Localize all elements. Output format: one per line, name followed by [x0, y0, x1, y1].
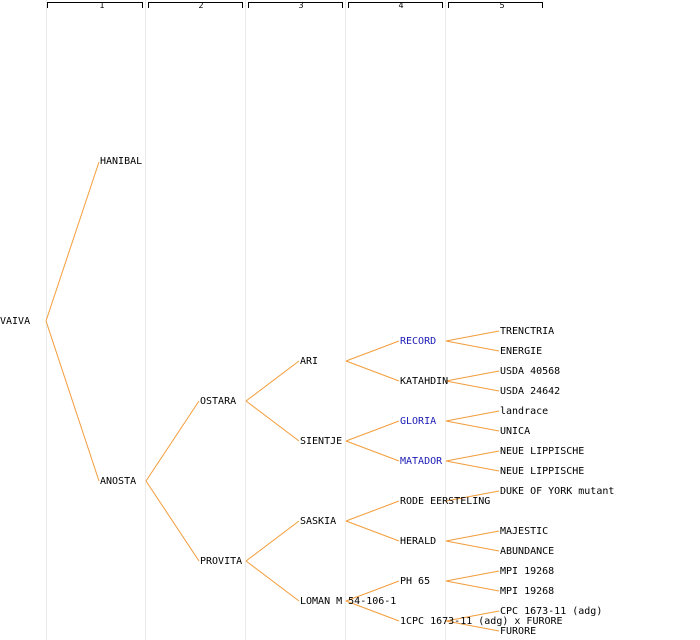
column-separator	[145, 0, 146, 640]
column-separator	[445, 0, 446, 640]
pedigree-node[interactable]: 1CPC 1673-11 (adg) x FURORE	[400, 616, 563, 627]
pedigree-node-link[interactable]: RECORD	[400, 336, 437, 347]
pedigree-node[interactable]: landrace	[500, 406, 549, 417]
pedigree-node[interactable]: SASKIA	[300, 516, 337, 527]
pedigree-node[interactable]: KATAHDIN	[400, 376, 449, 387]
pedigree-node[interactable]: SIENTJE	[300, 436, 343, 447]
column-separator	[345, 0, 346, 640]
pedigree-node[interactable]: LOMAN M 54-106-1	[300, 596, 397, 607]
pedigree-node[interactable]: NEUE LIPPISCHE	[500, 446, 585, 457]
generation-label: 4	[398, 1, 404, 10]
column-separator	[245, 0, 246, 640]
generation-label: 2	[198, 1, 204, 10]
pedigree-node-root[interactable]: VAIVA	[0, 316, 31, 327]
pedigree-node[interactable]: PROVITA	[200, 556, 243, 567]
pedigree-node[interactable]: ENERGIE	[500, 346, 543, 357]
pedigree-node[interactable]: CPC 1673-11 (adg)	[500, 606, 603, 617]
pedigree-node[interactable]: FURORE	[500, 626, 537, 637]
pedigree-node[interactable]: TRENCTRIA	[500, 326, 555, 337]
pedigree-node[interactable]: MPI 19268	[500, 586, 555, 597]
pedigree-node[interactable]: NEUE LIPPISCHE	[500, 466, 585, 477]
pedigree-node[interactable]: DUKE OF YORK mutant	[500, 486, 615, 497]
generation-ruler	[47, 2, 543, 8]
pedigree-node[interactable]: HERALD	[400, 536, 437, 547]
generation-label: 1	[99, 1, 105, 10]
pedigree-node[interactable]: OSTARA	[200, 396, 237, 407]
pedigree-node[interactable]: ABUNDANCE	[500, 546, 555, 557]
pedigree-node[interactable]: MPI 19268	[500, 566, 555, 577]
pedigree-node-link[interactable]: MATADOR	[400, 456, 443, 467]
pedigree-node[interactable]: UNICA	[500, 426, 531, 437]
generation-label: 3	[298, 1, 304, 10]
pedigree-node[interactable]: PH 65	[400, 576, 431, 587]
pedigree-node-link[interactable]: GLORIA	[400, 416, 437, 427]
pedigree-node[interactable]: USDA 40568	[500, 366, 561, 377]
pedigree-node[interactable]: HANIBAL	[100, 156, 143, 167]
pedigree-node[interactable]: RODE EERSTELING	[400, 496, 491, 507]
pedigree-node[interactable]: USDA 24642	[500, 386, 561, 397]
pedigree-node[interactable]: ARI	[300, 356, 319, 367]
pedigree-node[interactable]: ANOSTA	[100, 476, 137, 487]
pedigree-node[interactable]: MAJESTIC	[500, 526, 549, 537]
generation-label: 5	[499, 1, 505, 10]
